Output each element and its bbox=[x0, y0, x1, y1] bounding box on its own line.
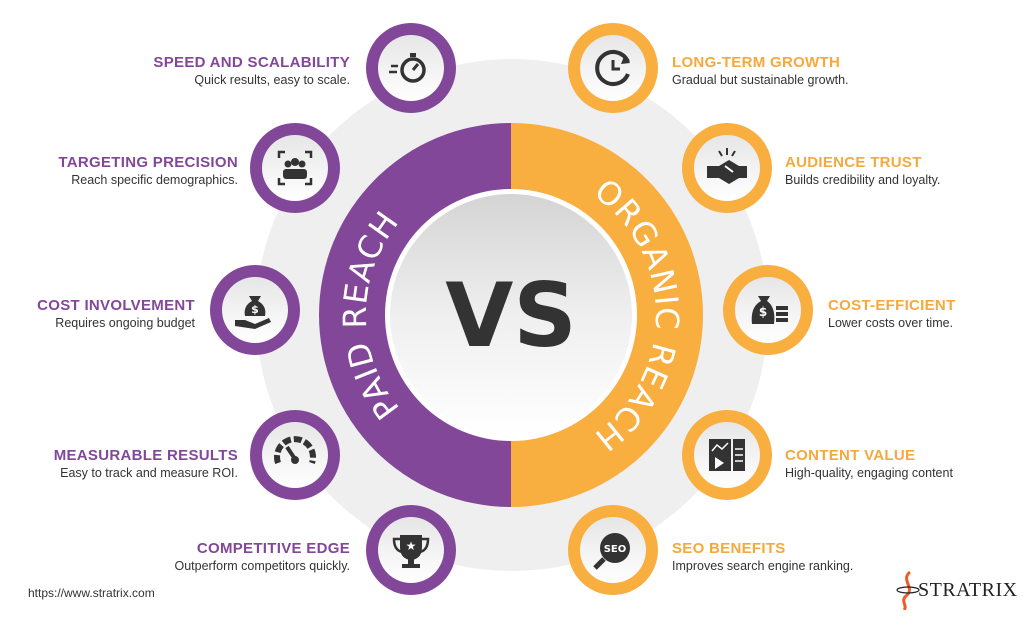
organic-item-trust: AUDIENCE TRUST Builds credibility and lo… bbox=[785, 154, 1024, 189]
handshake-icon bbox=[707, 148, 747, 184]
badge-inner bbox=[262, 135, 328, 201]
stratrix-logo: STRATRIX bbox=[896, 570, 1018, 610]
paid-badge-4 bbox=[250, 410, 340, 500]
organic-item-seo: SEO BENEFITS Improves search engine rank… bbox=[672, 540, 932, 575]
organic-item-content: CONTENT VALUE High-quality, engaging con… bbox=[785, 447, 1024, 482]
item-desc: Gradual but sustainable growth. bbox=[672, 73, 849, 87]
paid-item-cost: COST INVOLVEMENT Requires ongoing budget bbox=[0, 297, 195, 332]
badge-inner bbox=[378, 35, 444, 101]
item-desc: Quick results, easy to scale. bbox=[194, 73, 350, 87]
item-desc: Reach specific demographics. bbox=[71, 173, 238, 187]
item-desc: Easy to track and measure ROI. bbox=[60, 466, 238, 480]
item-desc: Builds credibility and loyalty. bbox=[785, 173, 941, 187]
paid-item-targeting: TARGETING PRECISION Reach specific demog… bbox=[0, 154, 238, 189]
item-desc: Outperform competitors quickly. bbox=[174, 559, 350, 573]
logo-mark-icon bbox=[896, 570, 920, 610]
paid-badge-1 bbox=[366, 23, 456, 113]
organic-badge-5: SEO bbox=[568, 505, 658, 595]
item-title: SPEED AND SCALABILITY bbox=[153, 54, 350, 71]
item-title: CONTENT VALUE bbox=[785, 447, 916, 464]
inner-circle bbox=[390, 194, 632, 436]
svg-text:SEO: SEO bbox=[604, 544, 627, 555]
item-desc: Requires ongoing budget bbox=[55, 316, 195, 330]
stopwatch-icon bbox=[389, 53, 426, 83]
content-icon bbox=[709, 439, 745, 471]
organic-badge-2 bbox=[682, 123, 772, 213]
clock-refresh-icon bbox=[595, 50, 630, 86]
paid-badge-3: $ bbox=[210, 265, 300, 355]
seo-search-icon: SEO bbox=[593, 533, 630, 570]
money-bag-icon: $ bbox=[751, 296, 788, 324]
organic-item-cost: COST-EFFICIENT Lower costs over time. bbox=[828, 297, 1024, 332]
vs-text: VS bbox=[445, 264, 576, 367]
item-title: TARGETING PRECISION bbox=[58, 154, 238, 171]
badge-inner bbox=[262, 422, 328, 488]
gauge-icon bbox=[274, 436, 316, 464]
paid-badge-5: ★ bbox=[366, 505, 456, 595]
paid-item-speed: SPEED AND SCALABILITY Quick results, eas… bbox=[90, 54, 350, 89]
item-desc: Improves search engine ranking. bbox=[672, 559, 854, 573]
paid-item-competitive: COMPETITIVE EDGE Outperform competitors … bbox=[90, 540, 350, 575]
paid-item-measurable: MEASURABLE RESULTS Easy to track and mea… bbox=[0, 447, 238, 482]
organic-item-growth: LONG-TERM GROWTH Gradual but sustainable… bbox=[672, 54, 932, 89]
item-title: SEO BENEFITS bbox=[672, 540, 786, 557]
item-title: LONG-TERM GROWTH bbox=[672, 54, 841, 71]
svg-text:$: $ bbox=[759, 305, 767, 319]
svg-text:★: ★ bbox=[406, 539, 417, 553]
item-title: MEASURABLE RESULTS bbox=[53, 447, 238, 464]
item-desc: Lower costs over time. bbox=[828, 316, 954, 330]
logo-text: STRATRIX bbox=[918, 579, 1018, 601]
item-title: AUDIENCE TRUST bbox=[785, 154, 922, 171]
website-link[interactable]: https://www.stratrix.com bbox=[28, 586, 155, 600]
paid-badge-2 bbox=[250, 123, 340, 213]
organic-badge-1 bbox=[568, 23, 658, 113]
organic-badge-3: $ bbox=[723, 265, 813, 355]
item-title: COST INVOLVEMENT bbox=[37, 297, 195, 314]
money-hand-icon: $ bbox=[235, 296, 271, 329]
target-audience-icon bbox=[277, 150, 313, 186]
item-title: COMPETITIVE EDGE bbox=[196, 540, 350, 557]
svg-text:$: $ bbox=[251, 303, 259, 316]
trophy-icon: ★ bbox=[392, 535, 430, 568]
item-title: COST-EFFICIENT bbox=[828, 297, 956, 314]
organic-badge-4 bbox=[682, 410, 772, 500]
item-desc: High-quality, engaging content bbox=[785, 466, 953, 480]
